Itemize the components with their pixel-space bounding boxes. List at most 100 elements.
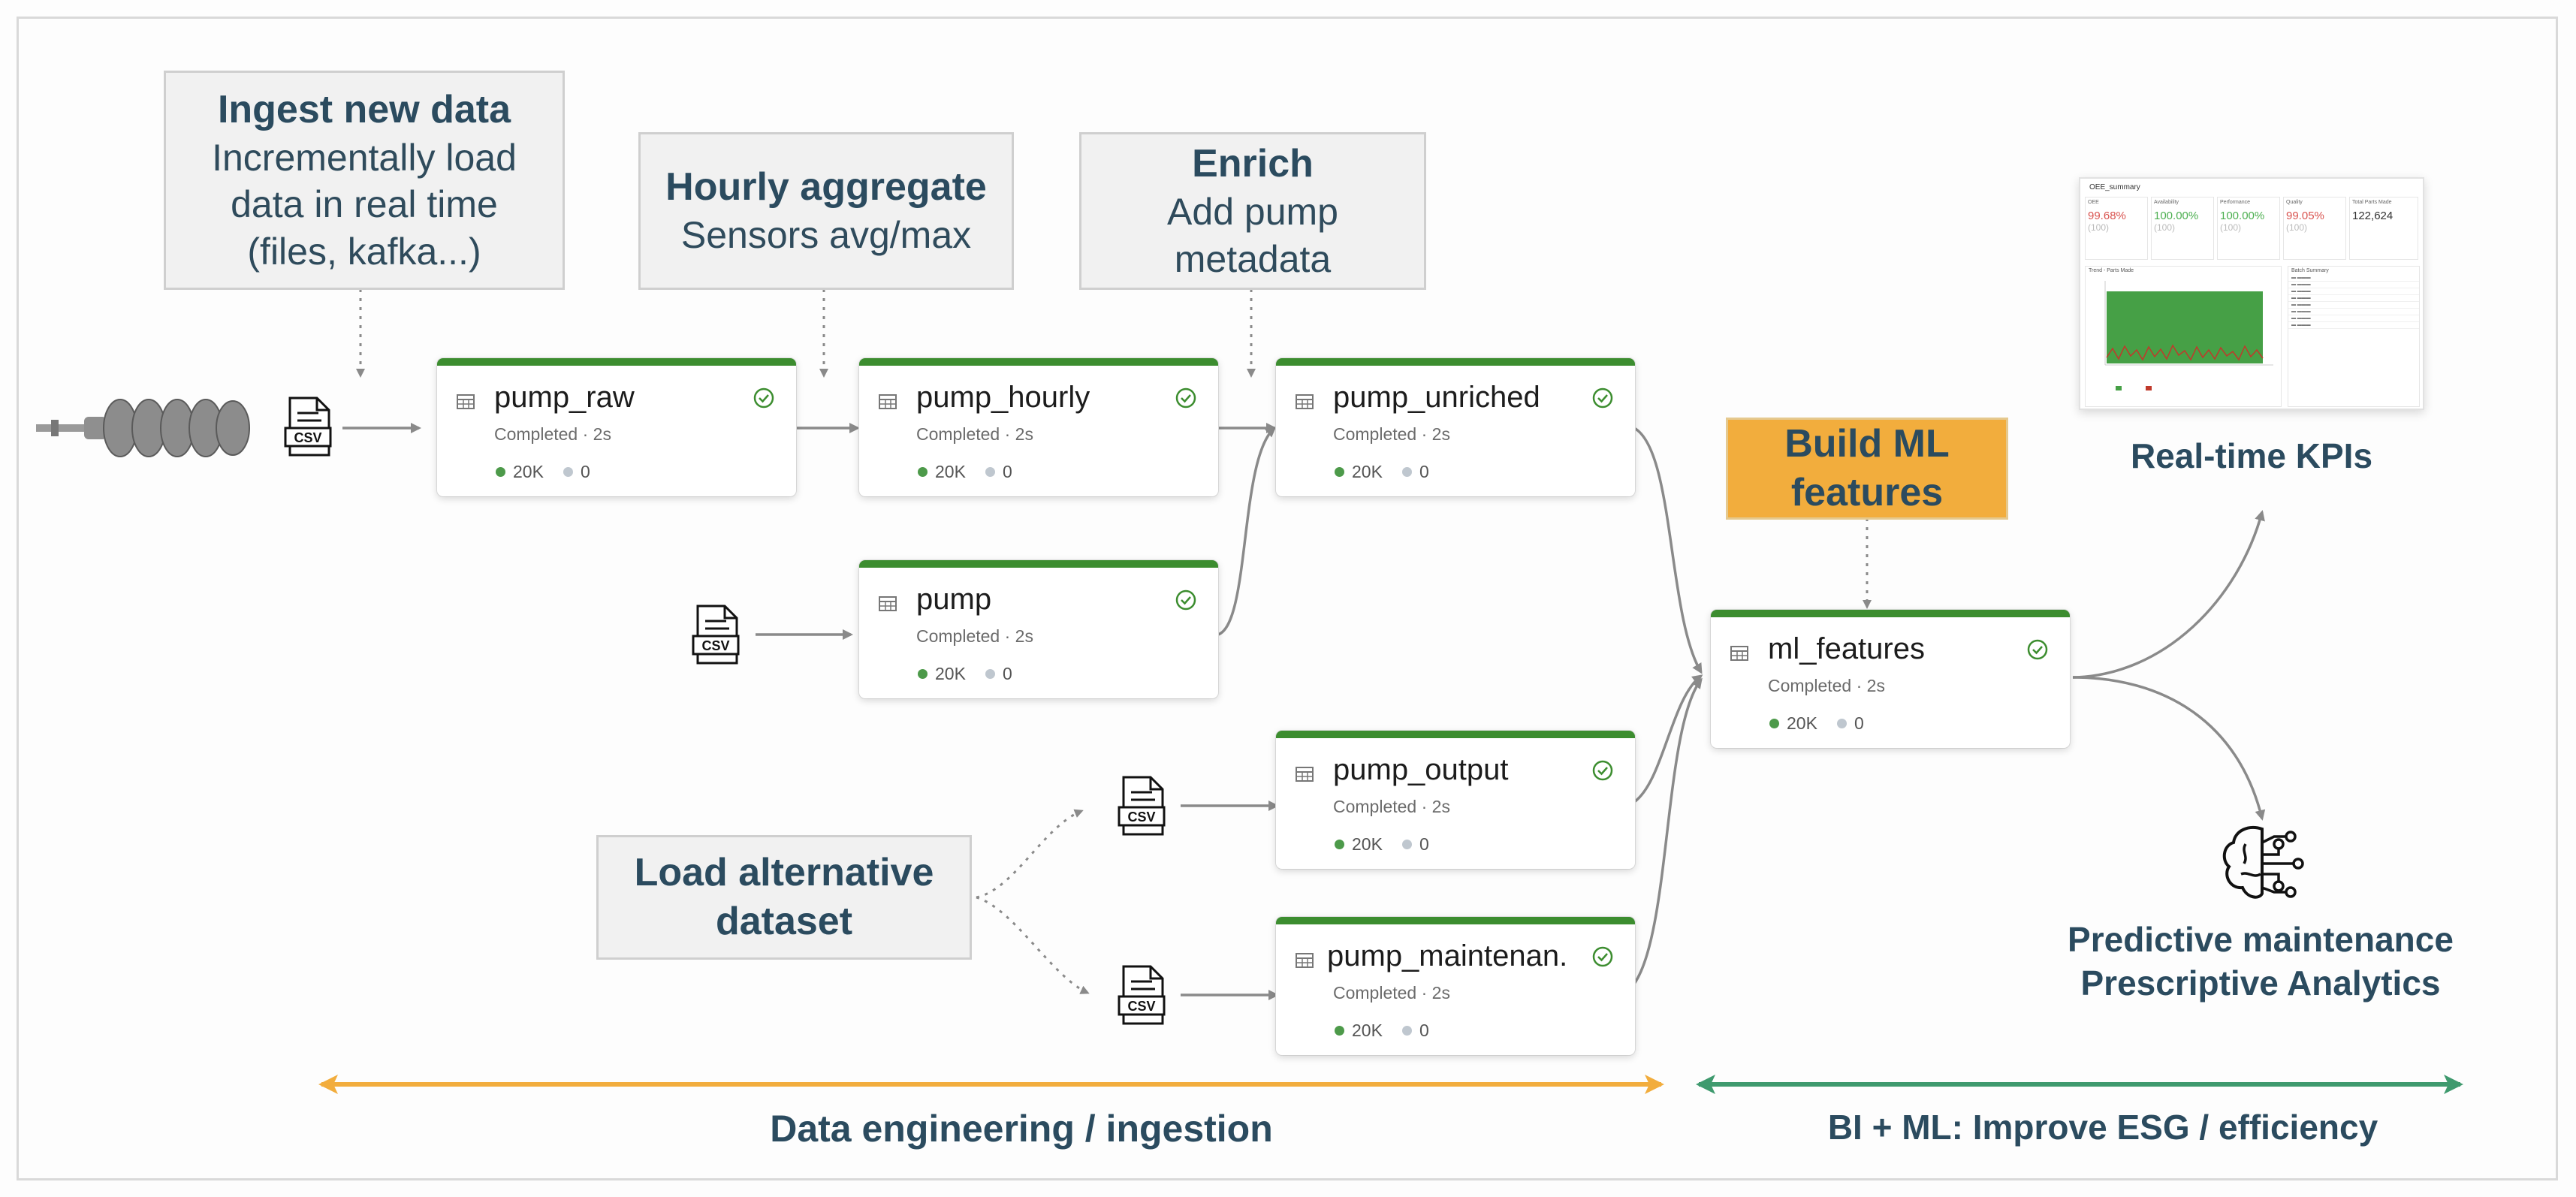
row-count: 20K <box>935 664 966 683</box>
rows-dot-icon <box>918 669 928 679</box>
table-icon <box>457 394 475 409</box>
rows-dot-icon <box>496 467 505 477</box>
note-ingest-line: data in real time <box>231 183 498 226</box>
error-dot-icon <box>1401 1026 1412 1036</box>
check-circle-icon <box>753 387 774 409</box>
table-icon <box>879 596 897 611</box>
kpi-tile: OEE 99.68% (100) <box>2085 197 2148 260</box>
batch-row: ▬ ▬▬▬ <box>2288 282 2419 288</box>
kpi-value: 100.00% <box>2220 210 2265 222</box>
error-count: 0 <box>1002 462 1012 481</box>
error-count: 0 <box>580 462 590 481</box>
note-ingest: Ingest new data Incrementally load data … <box>164 71 565 290</box>
batch-row: ▬ ▬▬▬ <box>2288 315 2419 322</box>
kpi-label: Quality <box>2286 200 2303 205</box>
kpi-label: Total Parts Made <box>2352 200 2392 205</box>
predictive-maintenance-label: Predictive maintenance <box>2068 920 2454 959</box>
prescriptive-analytics-label: Prescriptive Analytics <box>2080 963 2441 1003</box>
trend-chart <box>2104 281 2273 390</box>
check-circle-icon <box>1175 387 1196 409</box>
kpi-value: 99.05% <box>2286 210 2324 222</box>
csv-file-icon: CSV <box>284 396 333 457</box>
rows-dot-icon <box>1335 1026 1344 1036</box>
table-status: Completed · 2s <box>1768 676 1885 695</box>
table-name: ml_features <box>1768 632 1925 665</box>
table-icon <box>1296 953 1314 968</box>
table-icon <box>1730 646 1748 661</box>
bi-ml-label: BI + ML: Improve ESG / efficiency <box>1827 1108 2378 1147</box>
note-hourly: Hourly aggregate Sensors avg/max <box>638 132 1014 290</box>
note-alternative-title-2: dataset <box>715 900 853 943</box>
error-count: 0 <box>1419 1021 1429 1040</box>
note-hourly-line: Sensors avg/max <box>680 214 972 257</box>
note-ml-title: Build ML <box>1784 422 1950 466</box>
note-hourly-title: Hourly aggregate <box>665 165 987 210</box>
csv-file-icon: CSV <box>692 605 741 665</box>
error-dot-icon <box>985 669 995 679</box>
note-enrich: Enrich Add pump metadata <box>1079 132 1426 290</box>
batch-row: ▬ ▬▬▬ <box>2288 302 2419 309</box>
ai-brain-icon <box>2219 822 2306 904</box>
error-count: 0 <box>1854 713 1864 733</box>
note-ingest-title: Ingest new data <box>217 87 511 131</box>
table-icon <box>1296 394 1314 409</box>
table-status: Completed · 2s <box>916 626 1033 646</box>
trend-title: Trend - Parts Made <box>2089 268 2134 273</box>
flow-arrows <box>342 423 2266 1000</box>
note-ingest-line: Incrementally load <box>212 136 517 179</box>
error-count: 0 <box>1419 462 1429 481</box>
note-ml-title-2: features <box>1790 471 1944 514</box>
rows-dot-icon <box>918 467 928 477</box>
note-enrich-line: metadata <box>1174 237 1332 280</box>
kpi-label: Performance <box>2220 200 2251 205</box>
rows-dot-icon <box>1769 719 1779 728</box>
rows-dot-icon <box>1335 840 1344 849</box>
table-name: pump_raw <box>494 381 635 414</box>
kpi-value: 100.00% <box>2154 210 2199 222</box>
data-engineering-label: Data engineering / ingestion <box>770 1108 1273 1150</box>
table-status: Completed · 2s <box>916 424 1033 444</box>
batch-row: ▬ ▬▬▬ <box>2288 322 2419 329</box>
note-enrich-title: Enrich <box>1192 142 1314 185</box>
csv-label: CSV <box>294 430 321 445</box>
screw-pump-image <box>36 394 261 462</box>
csv-file-icon: CSV <box>1118 776 1167 836</box>
note-ml-features: Build ML features <box>1726 418 2008 520</box>
error-dot-icon <box>1401 840 1412 849</box>
batch-row: ▬ ▬▬▬ <box>2288 288 2419 295</box>
error-count: 0 <box>1002 664 1012 683</box>
kpi-dashboard-thumbnail[interactable]: OEE_summary OEE 99.68% (100) Availabilit… <box>2079 177 2424 410</box>
note-ingest-line: (files, kafka...) <box>247 230 481 273</box>
note-alternative-title: Load alternative <box>634 851 934 894</box>
check-circle-icon <box>1592 387 1613 409</box>
batch-row: ▬ ▬▬▬ <box>2288 275 2419 282</box>
error-count: 0 <box>1419 834 1429 854</box>
csv-label: CSV <box>1127 810 1155 825</box>
kpi-target: (100) <box>2286 222 2308 233</box>
table-status: Completed · 2s <box>1333 424 1450 444</box>
table-name: pump_output <box>1333 753 1509 786</box>
csv-label: CSV <box>1127 999 1155 1014</box>
table-icon <box>1296 767 1314 782</box>
table-status: Completed · 2s <box>1333 797 1450 816</box>
rows-dot-icon <box>1335 467 1344 477</box>
error-dot-icon <box>1836 719 1847 728</box>
kpi-target: (100) <box>2220 222 2242 233</box>
csv-label: CSV <box>701 638 729 653</box>
batch-row: ▬ ▬▬▬ <box>2288 309 2419 315</box>
check-circle-icon <box>1592 946 1613 967</box>
kpi-tile: Total Parts Made 122,624 <box>2349 197 2418 260</box>
table-name: pump_maintenan. <box>1327 939 1568 972</box>
kpi-tile: Availability 100.00% (100) <box>2151 197 2214 260</box>
error-dot-icon <box>1401 467 1412 477</box>
kpi-target: (100) <box>2088 222 2110 233</box>
note-enrich-line: Add pump <box>1167 191 1338 233</box>
dashboard-title: OEE_summary <box>2089 183 2140 191</box>
